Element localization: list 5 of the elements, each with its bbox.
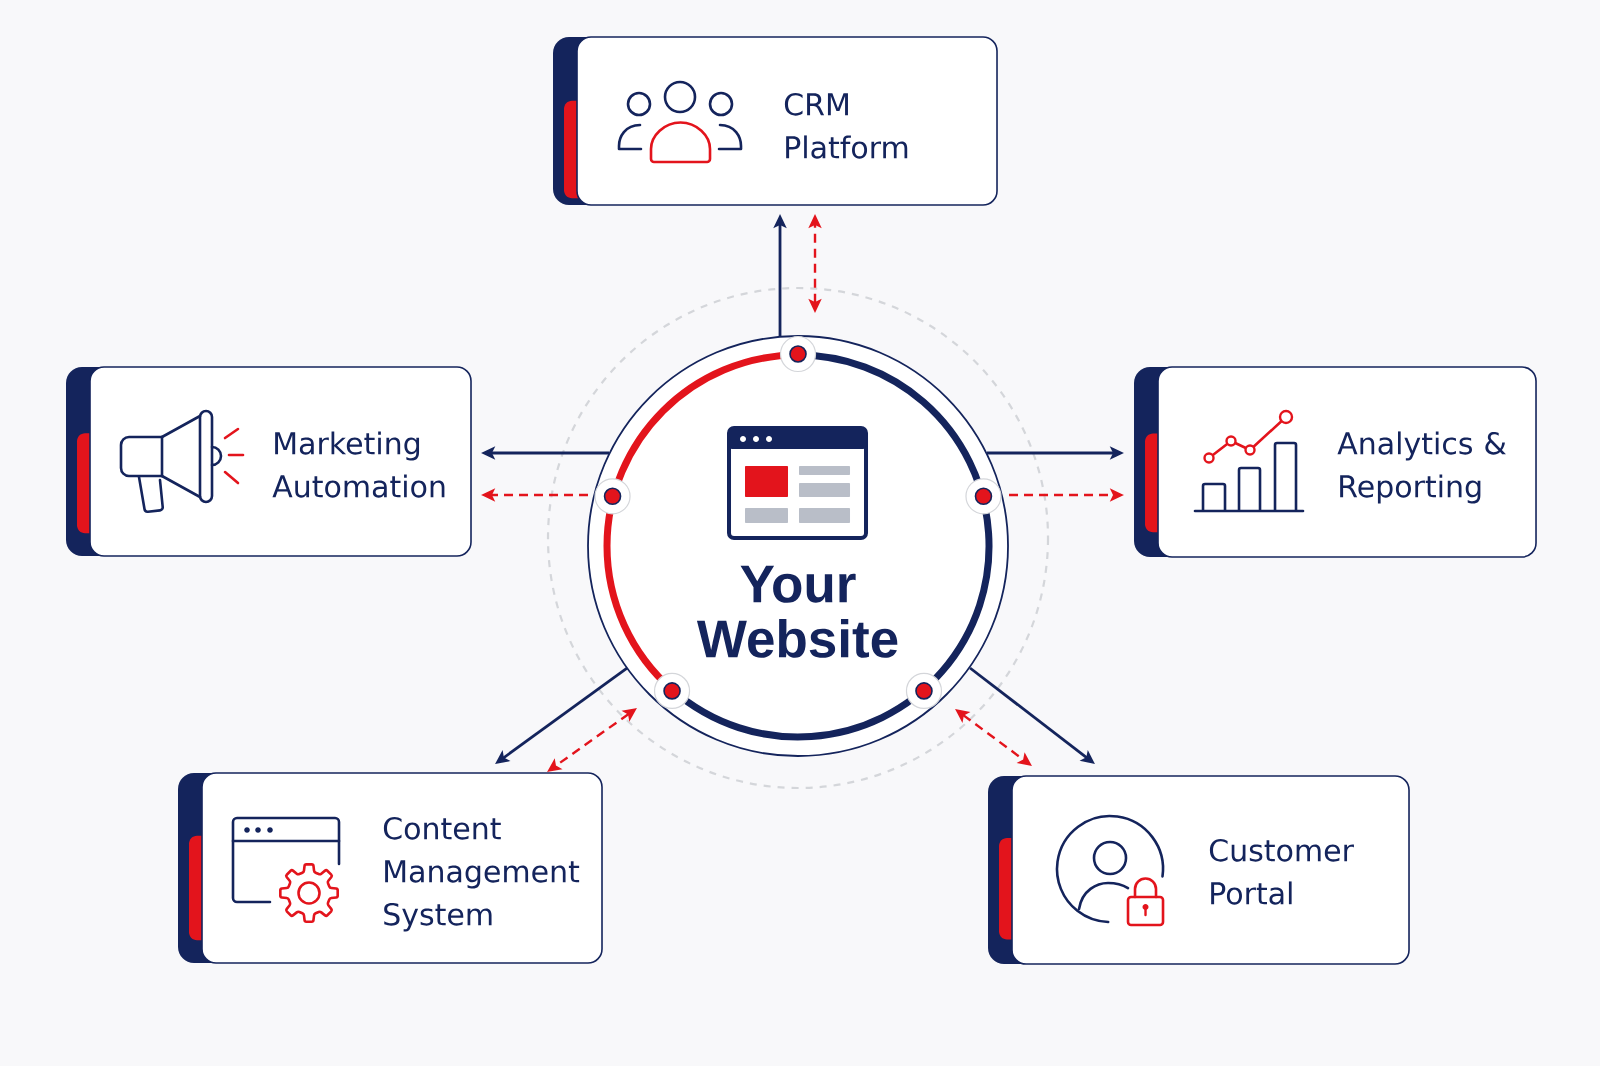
service-card: Customer Portal <box>988 775 1410 965</box>
service-card: Analytics & Reporting <box>1134 366 1537 558</box>
service-card: Content Management System <box>178 772 603 964</box>
service-card: Marketing Automation <box>66 366 472 557</box>
service-card: CRM Platform <box>553 36 998 206</box>
